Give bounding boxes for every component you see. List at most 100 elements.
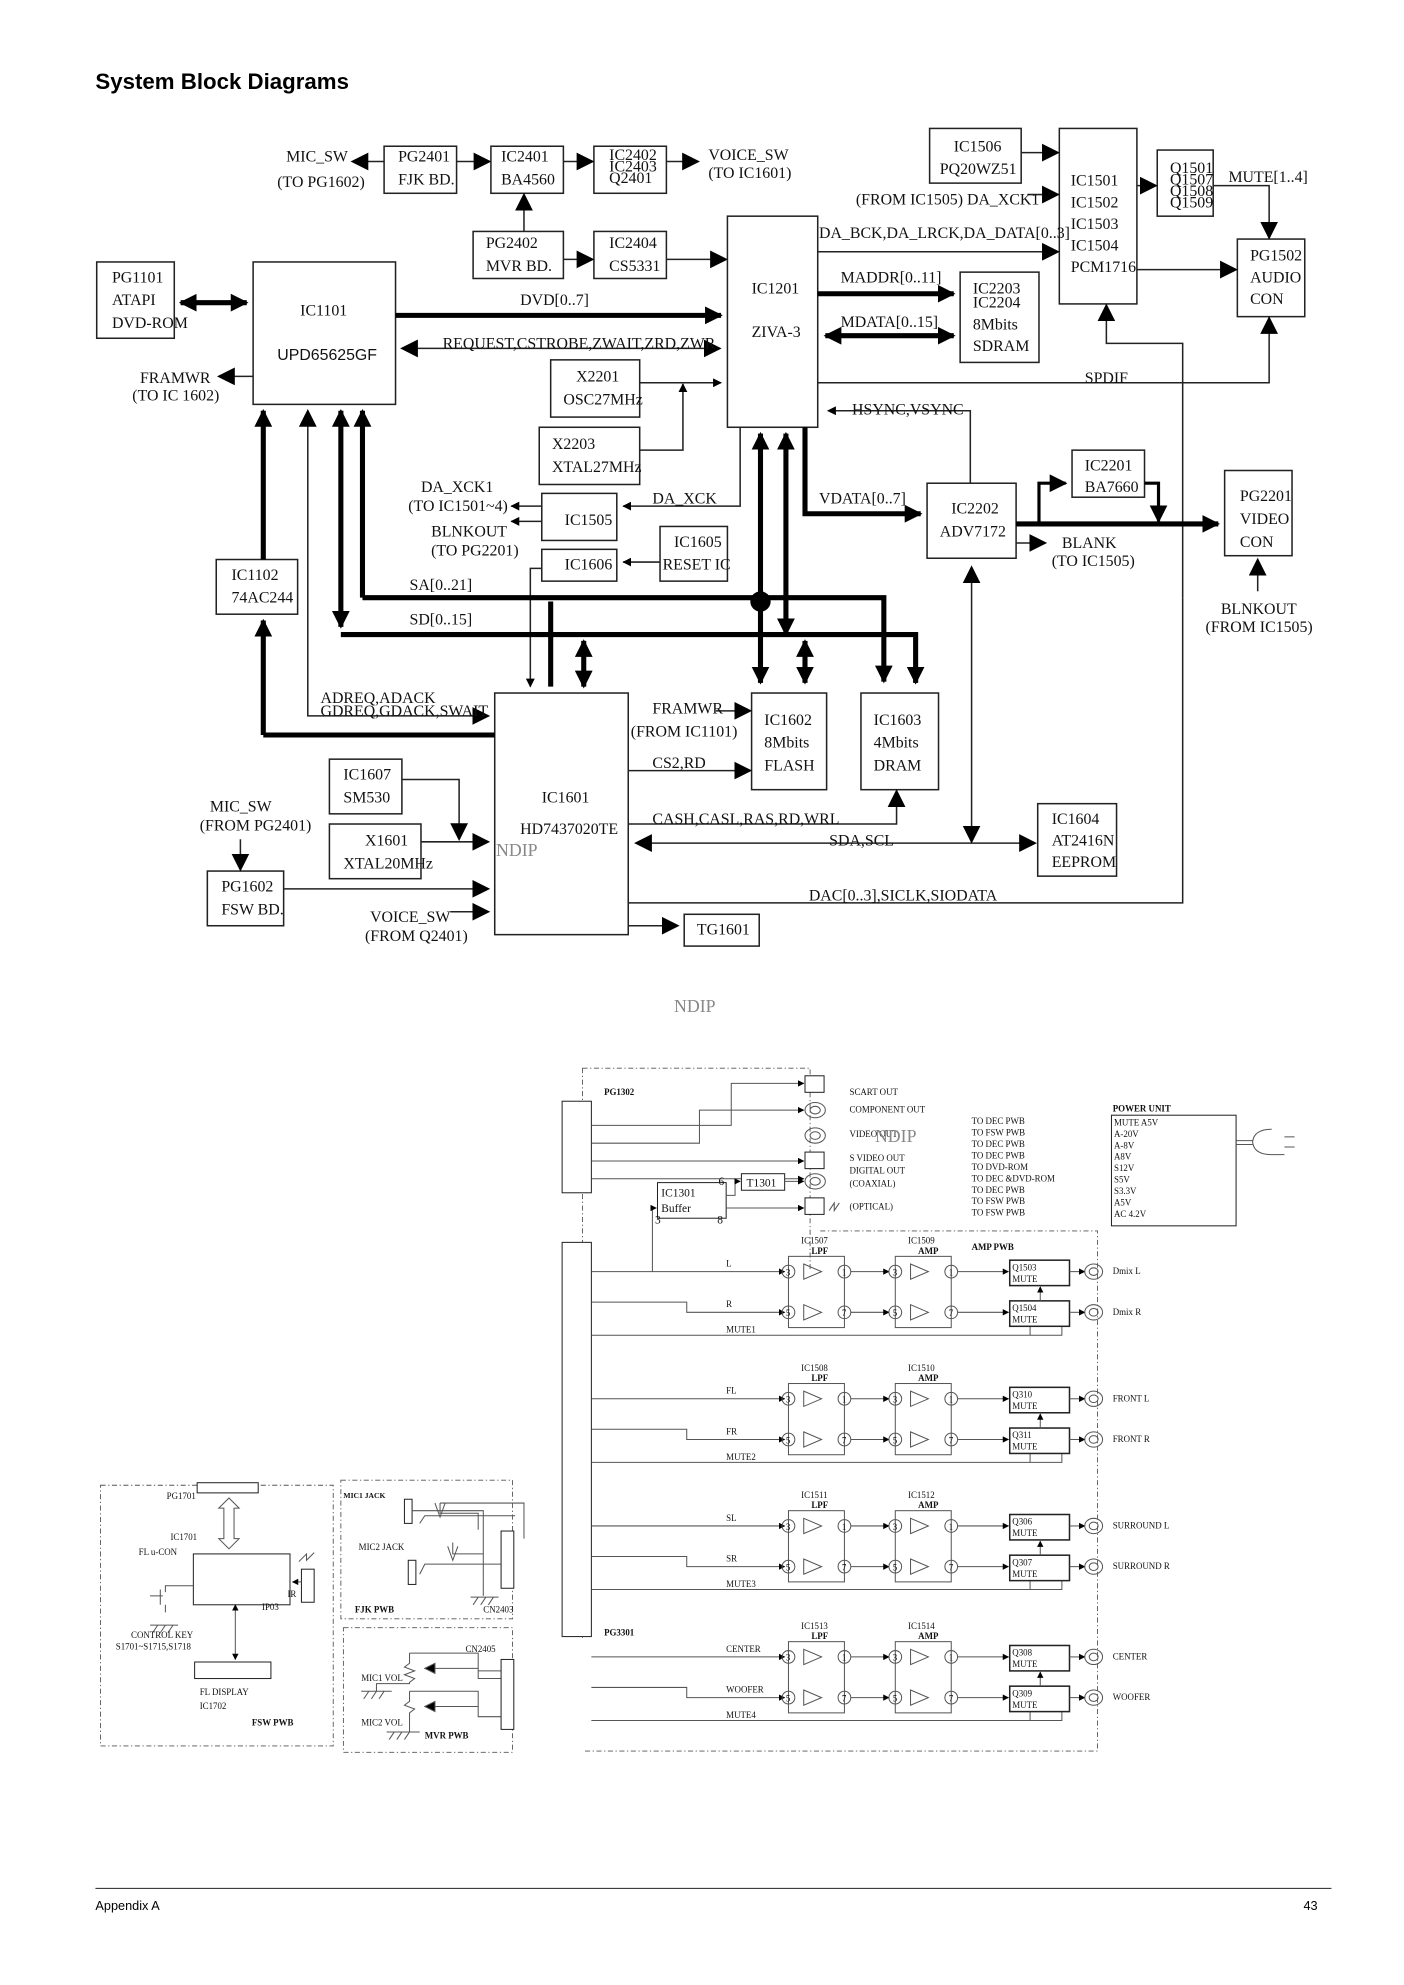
svg-text:7: 7	[842, 1435, 847, 1445]
label-sa-bus: SA[0..21]	[410, 577, 473, 594]
svg-text:IC1509: IC1509	[908, 1236, 935, 1246]
page-number: 43	[1303, 1898, 1317, 1913]
svg-text:IC1510: IC1510	[908, 1363, 935, 1373]
svg-text:XTAL27MHz: XTAL27MHz	[552, 459, 642, 476]
label-sda-scl: SDA,SCL	[829, 833, 894, 850]
svg-text:IC1512: IC1512	[908, 1490, 935, 1500]
svg-text:7: 7	[949, 1693, 954, 1703]
label-blank: BLANK	[1062, 535, 1117, 552]
svg-text:IC1506: IC1506	[954, 138, 1002, 155]
label-framwr: FRAMWR	[140, 370, 211, 387]
svg-text:5: 5	[893, 1308, 898, 1318]
svg-text:TO FSW PWB: TO FSW PWB	[972, 1196, 1026, 1206]
block-pg1602: PG1602 FSW BD.	[206, 870, 285, 927]
svg-text:IC1508: IC1508	[801, 1363, 828, 1373]
svg-text:IR: IR	[287, 1589, 296, 1599]
svg-text:5: 5	[786, 1693, 791, 1703]
block-ic2203-sdram: IC2203 IC2204 8Mbits SDRAM	[959, 271, 1040, 364]
power-unit: POWER UNIT MUTE A5V A-20V A-8V A8V S12V …	[1110, 1103, 1295, 1227]
label-to-ic1601: (TO IC1601)	[708, 165, 791, 182]
svg-text:MUTE3: MUTE3	[726, 1579, 756, 1589]
block-pg1502: PG1502 AUDIO CON	[1236, 238, 1306, 318]
svg-text:7: 7	[949, 1308, 954, 1318]
svg-text:AMP: AMP	[918, 1246, 939, 1256]
svg-text:S5V: S5V	[1114, 1175, 1130, 1185]
svg-text:3: 3	[655, 1214, 661, 1226]
svg-text:VIDEO: VIDEO	[1240, 511, 1289, 528]
svg-text:FRONT R: FRONT R	[1113, 1434, 1150, 1444]
svg-text:IC2201: IC2201	[1085, 457, 1133, 474]
label-blnkout-from: BLNKOUT	[1221, 601, 1297, 618]
svg-text:L: L	[726, 1259, 731, 1269]
svg-text:CON: CON	[1250, 291, 1284, 308]
svg-text:8Mbits: 8Mbits	[764, 735, 809, 752]
block-ic1604-eeprom: IC1604 AT2416N EEPROM	[1036, 802, 1118, 877]
svg-text:T1301: T1301	[747, 1177, 777, 1189]
svg-text:LPF: LPF	[811, 1500, 828, 1510]
svg-text:PG1602: PG1602	[221, 878, 273, 895]
svg-text:MUTE: MUTE	[1012, 1442, 1037, 1452]
label-pg3301: PG3301	[604, 1627, 634, 1637]
svg-text:IC1511: IC1511	[801, 1490, 827, 1500]
block-ic1101: IC1101 UPD65625GF	[252, 261, 397, 406]
svg-text:LPF: LPF	[811, 1373, 828, 1383]
svg-text:VIDEO OUT: VIDEO OUT	[850, 1129, 899, 1139]
svg-text:TO FSW PWB: TO FSW PWB	[972, 1208, 1026, 1218]
svg-text:IC1514: IC1514	[908, 1621, 935, 1631]
svg-text:PG2201: PG2201	[1240, 488, 1292, 505]
svg-text:FLASH: FLASH	[764, 758, 814, 775]
svg-text:3: 3	[893, 1522, 898, 1532]
svg-text:IC2204: IC2204	[973, 295, 1021, 312]
footer-left: Appendix A	[95, 1898, 160, 1913]
label-vdata: VDATA[0..7]	[819, 491, 906, 508]
svg-text:IC1601: IC1601	[542, 789, 590, 806]
svg-text:CENTER: CENTER	[1113, 1651, 1148, 1661]
svg-text:1: 1	[949, 1653, 953, 1663]
svg-text:8Mbits: 8Mbits	[973, 316, 1018, 333]
block-pg2402: PG2402 MVR BD.	[472, 230, 565, 280]
top-block-diagram: PG2401 FJK BD. IC2401 BA4560 IC2402 IC24…	[95, 127, 1313, 1016]
svg-text:PG2401: PG2401	[398, 148, 450, 165]
svg-text:TG1601: TG1601	[697, 922, 750, 939]
svg-text:IC1505: IC1505	[565, 512, 613, 529]
svg-text:IC1606: IC1606	[565, 557, 613, 574]
svg-text:FSW PWB: FSW PWB	[252, 1718, 294, 1728]
svg-text:3: 3	[893, 1653, 898, 1663]
svg-text:IC1301: IC1301	[661, 1188, 696, 1200]
svg-text:TO DEC PWB: TO DEC PWB	[972, 1139, 1025, 1149]
label-maddr: MADDR[0..11]	[841, 269, 942, 286]
svg-text:FSW BD.: FSW BD.	[221, 901, 283, 918]
svg-text:Q309: Q309	[1012, 1688, 1032, 1698]
svg-text:PCM1716: PCM1716	[1071, 259, 1136, 276]
svg-text:XTAL20MHz: XTAL20MHz	[343, 856, 433, 873]
svg-text:IC1702: IC1702	[200, 1701, 227, 1711]
svg-text:3: 3	[786, 1267, 791, 1277]
svg-text:5: 5	[893, 1693, 898, 1703]
svg-text:MIC1 VOL: MIC1 VOL	[361, 1673, 403, 1683]
svg-text:SDRAM: SDRAM	[973, 338, 1029, 355]
svg-text:BA7660: BA7660	[1085, 479, 1139, 496]
svg-text:EEPROM: EEPROM	[1052, 854, 1116, 871]
svg-text:MIC2 JACK: MIC2 JACK	[359, 1542, 405, 1552]
svg-text:5: 5	[893, 1562, 898, 1572]
svg-text:X1601: X1601	[365, 833, 408, 850]
svg-text:CN2405: CN2405	[465, 1644, 496, 1654]
label-gdreq: GDREQ,GDACK,SWAIT	[321, 703, 489, 720]
svg-text:IC1602: IC1602	[764, 712, 812, 729]
watermark: NDIP	[496, 840, 538, 860]
svg-text:SCART OUT: SCART OUT	[850, 1087, 899, 1097]
svg-text:IC1503: IC1503	[1071, 216, 1119, 233]
svg-text:Q311: Q311	[1012, 1430, 1031, 1440]
svg-text:4Mbits: 4Mbits	[874, 735, 919, 752]
label-from-q2401: (FROM Q2401)	[365, 928, 468, 945]
svg-text:R: R	[726, 1299, 732, 1309]
svg-text:TO DEC PWB: TO DEC PWB	[972, 1185, 1025, 1195]
svg-text:WOOFER: WOOFER	[726, 1685, 764, 1695]
svg-text:IC1102: IC1102	[232, 567, 279, 584]
label-amp-pwb: AMP PWB	[972, 1242, 1014, 1252]
label-to-pg2201: (TO PG2201)	[431, 543, 518, 560]
svg-text:7: 7	[949, 1435, 954, 1445]
